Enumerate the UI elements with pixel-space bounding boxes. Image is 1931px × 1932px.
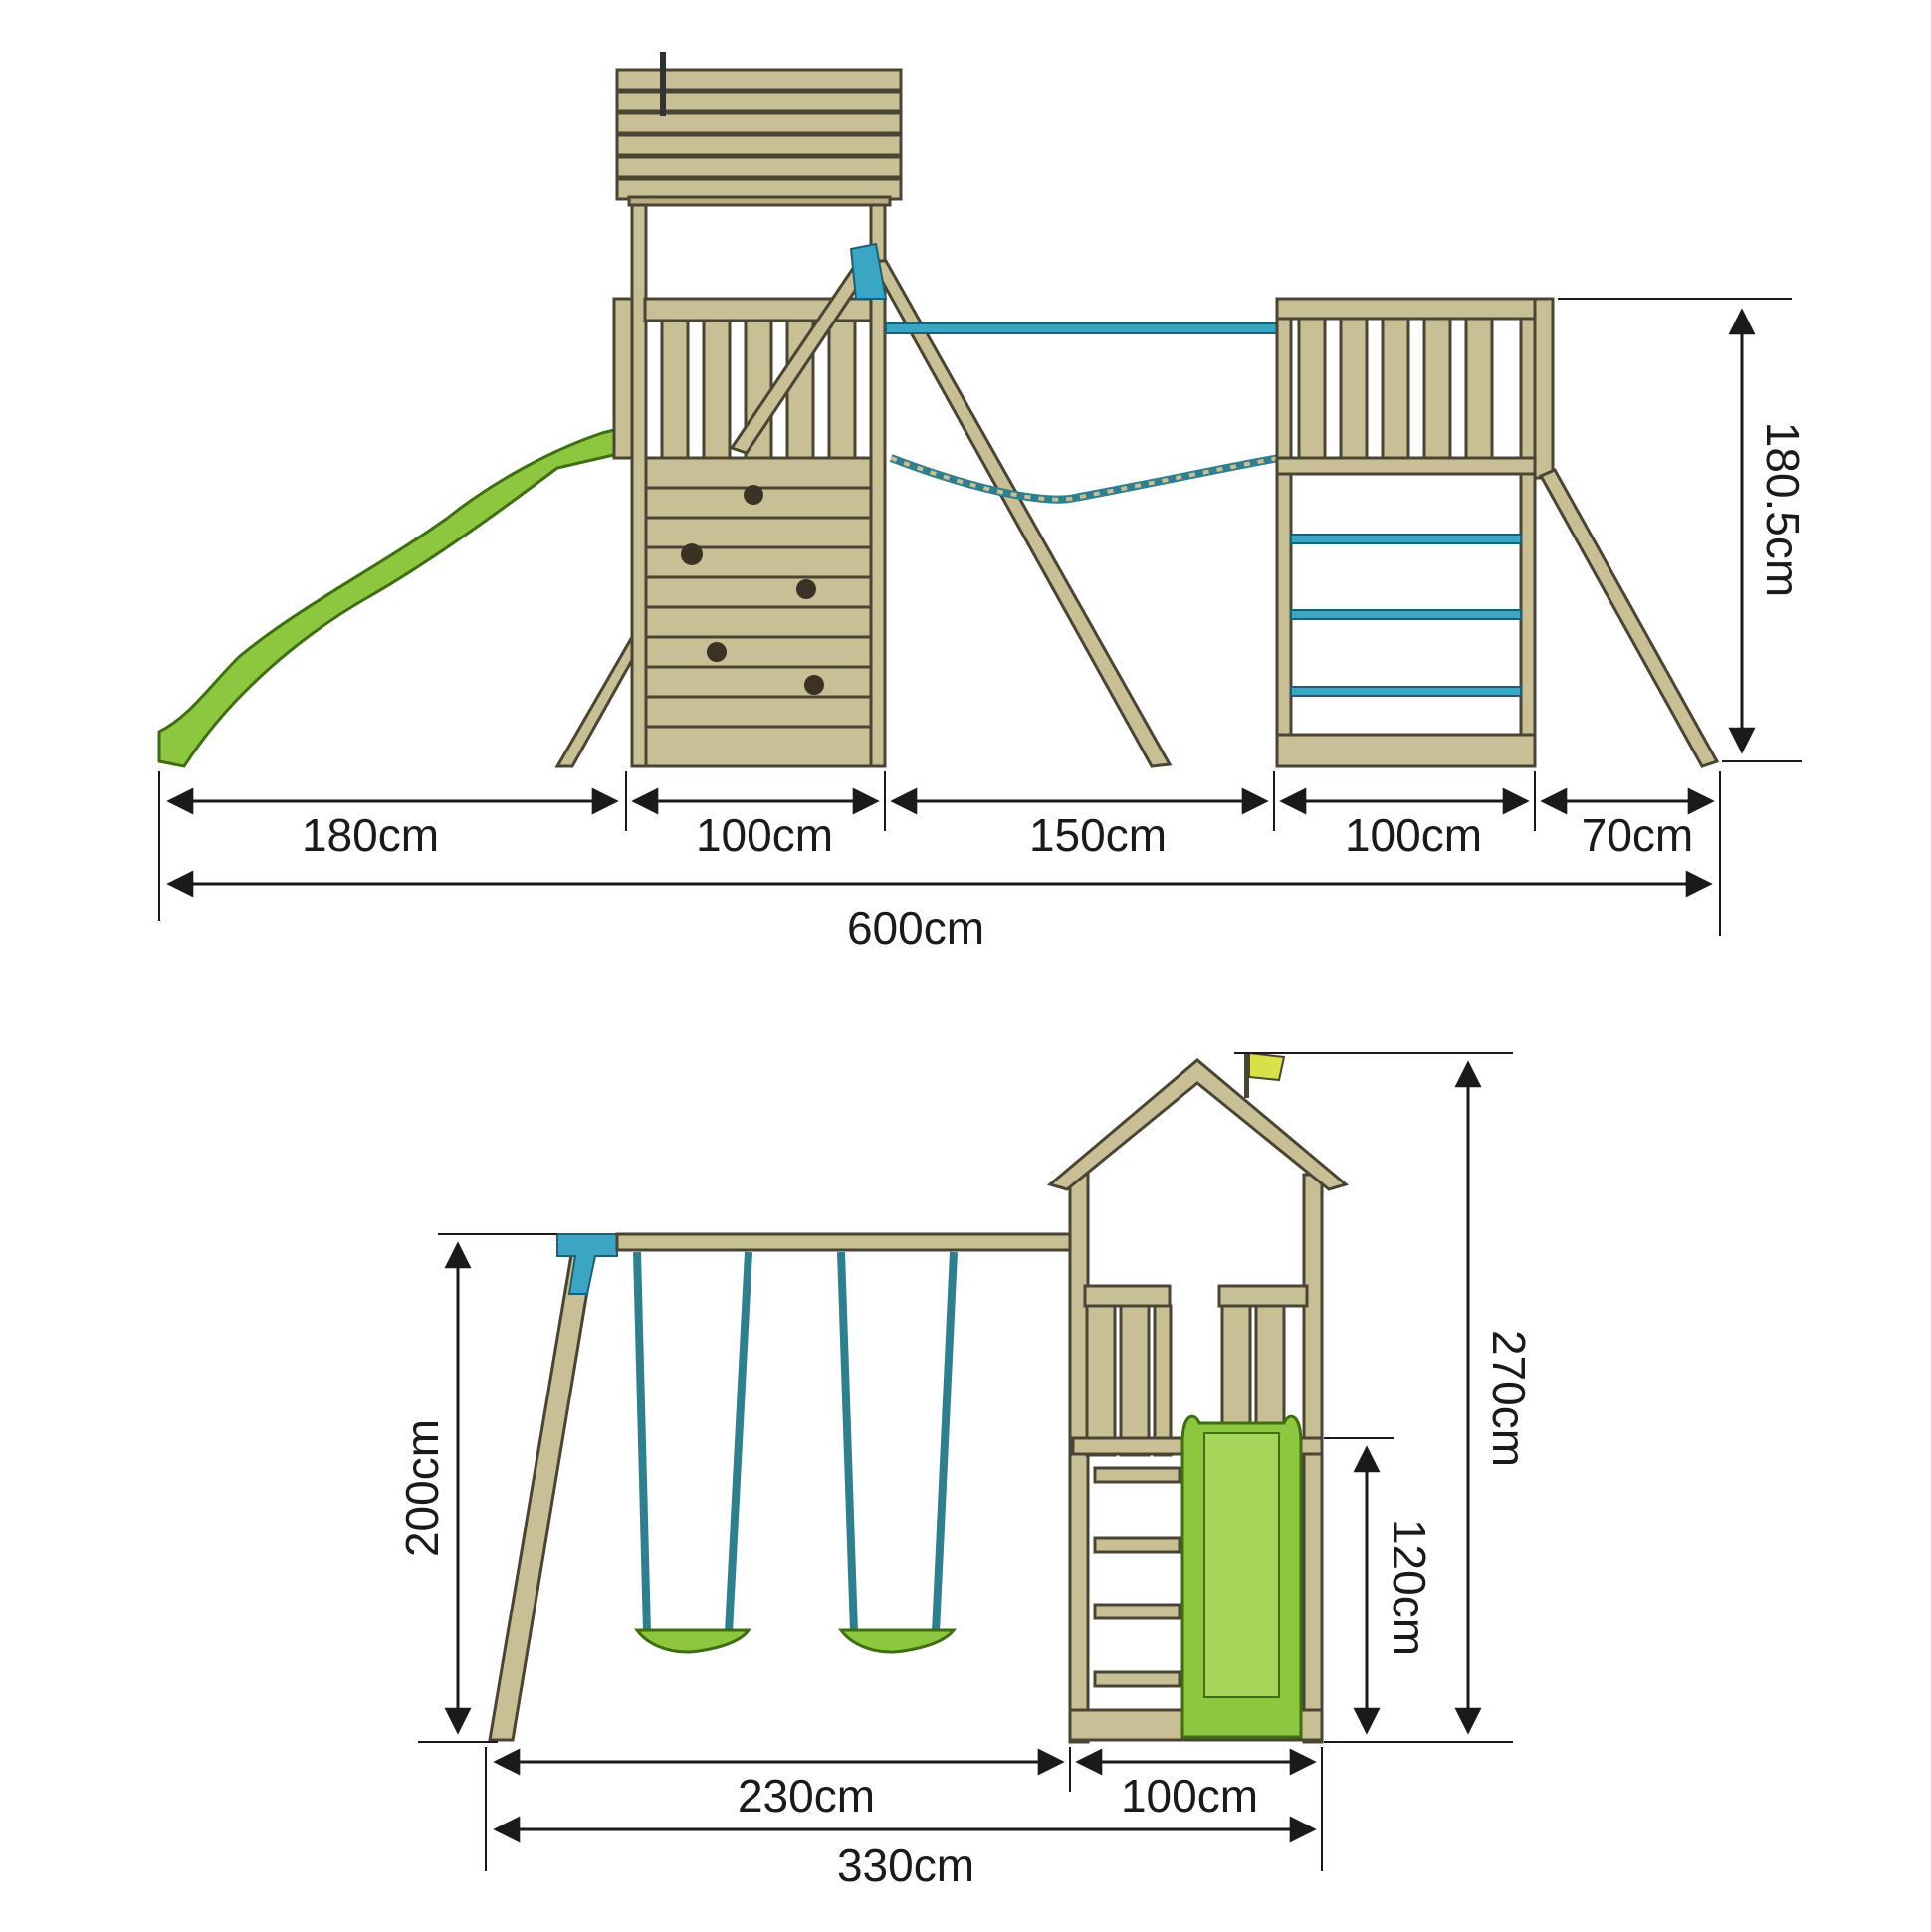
dim-ramp-length: 70cm bbox=[1582, 809, 1693, 861]
side-ladder bbox=[1093, 1466, 1181, 1688]
aframe-leg-b bbox=[868, 259, 1173, 768]
dim-platform-width: 100cm bbox=[1345, 809, 1482, 861]
dim-total-length: 600cm bbox=[847, 902, 984, 954]
platform-post-right bbox=[1519, 297, 1537, 768]
tower-post-left bbox=[630, 197, 648, 768]
swing-seat-right bbox=[838, 1628, 958, 1654]
platform-side-post bbox=[1533, 297, 1555, 480]
side-tower-post-left bbox=[1068, 1173, 1090, 1744]
dim-platform-height: 180.5cm bbox=[1757, 422, 1809, 597]
side-slide-bed bbox=[1203, 1432, 1280, 1698]
front-view-dimensions: 180cm 100cm 150cm 100cm 70cm 600cm 180.5… bbox=[158, 298, 1809, 954]
side-view-dimensions: 230cm 100cm 330cm 200cm 120cm 270cm bbox=[396, 1052, 1535, 1891]
climbing-holds bbox=[681, 485, 824, 695]
side-tower-post-right bbox=[1302, 1173, 1324, 1744]
side-railing-left bbox=[1083, 1284, 1173, 1457]
platform-rail-top bbox=[1275, 297, 1555, 321]
connector-beam bbox=[885, 322, 1280, 334]
dim-bridge-length: 150cm bbox=[1029, 809, 1167, 861]
aframe-bracket bbox=[849, 242, 888, 300]
dim-side-total-width: 330cm bbox=[837, 1839, 974, 1891]
flag-pole bbox=[660, 52, 666, 116]
climbing-ramp bbox=[1538, 468, 1720, 768]
rope-bridge bbox=[889, 454, 1280, 504]
platform-post-left bbox=[1275, 297, 1293, 768]
side-flag bbox=[1248, 1051, 1286, 1082]
swing-beam bbox=[615, 1232, 1072, 1252]
side-flag-pole bbox=[1244, 1053, 1249, 1098]
swing-seat-left bbox=[634, 1628, 751, 1654]
front-view bbox=[157, 52, 1720, 768]
dim-side-total-height: 270cm bbox=[1483, 1330, 1535, 1467]
dim-side-tower-width: 100cm bbox=[1121, 1770, 1258, 1822]
swing-frame-leg bbox=[488, 1247, 596, 1742]
tower-side-post bbox=[612, 297, 634, 460]
dim-swing-height: 200cm bbox=[396, 1419, 448, 1557]
front-slide bbox=[157, 426, 624, 768]
dim-tower-width: 100cm bbox=[696, 809, 833, 861]
tower-roof bbox=[615, 68, 903, 207]
side-view bbox=[488, 1051, 1350, 1744]
platform-railing-slats bbox=[1297, 317, 1494, 460]
side-tower-roof bbox=[1046, 1058, 1350, 1191]
platform-deck bbox=[1275, 456, 1537, 476]
climbing-wall bbox=[644, 456, 873, 768]
platform-base bbox=[1275, 733, 1537, 768]
dim-side-platform-height: 120cm bbox=[1384, 1519, 1435, 1656]
monkey-bars bbox=[1290, 534, 1522, 697]
dim-swing-width: 230cm bbox=[738, 1770, 875, 1822]
dim-slide-length: 180cm bbox=[302, 809, 439, 861]
swing-chains bbox=[633, 1251, 958, 1633]
tower-railing-slats bbox=[660, 319, 857, 462]
